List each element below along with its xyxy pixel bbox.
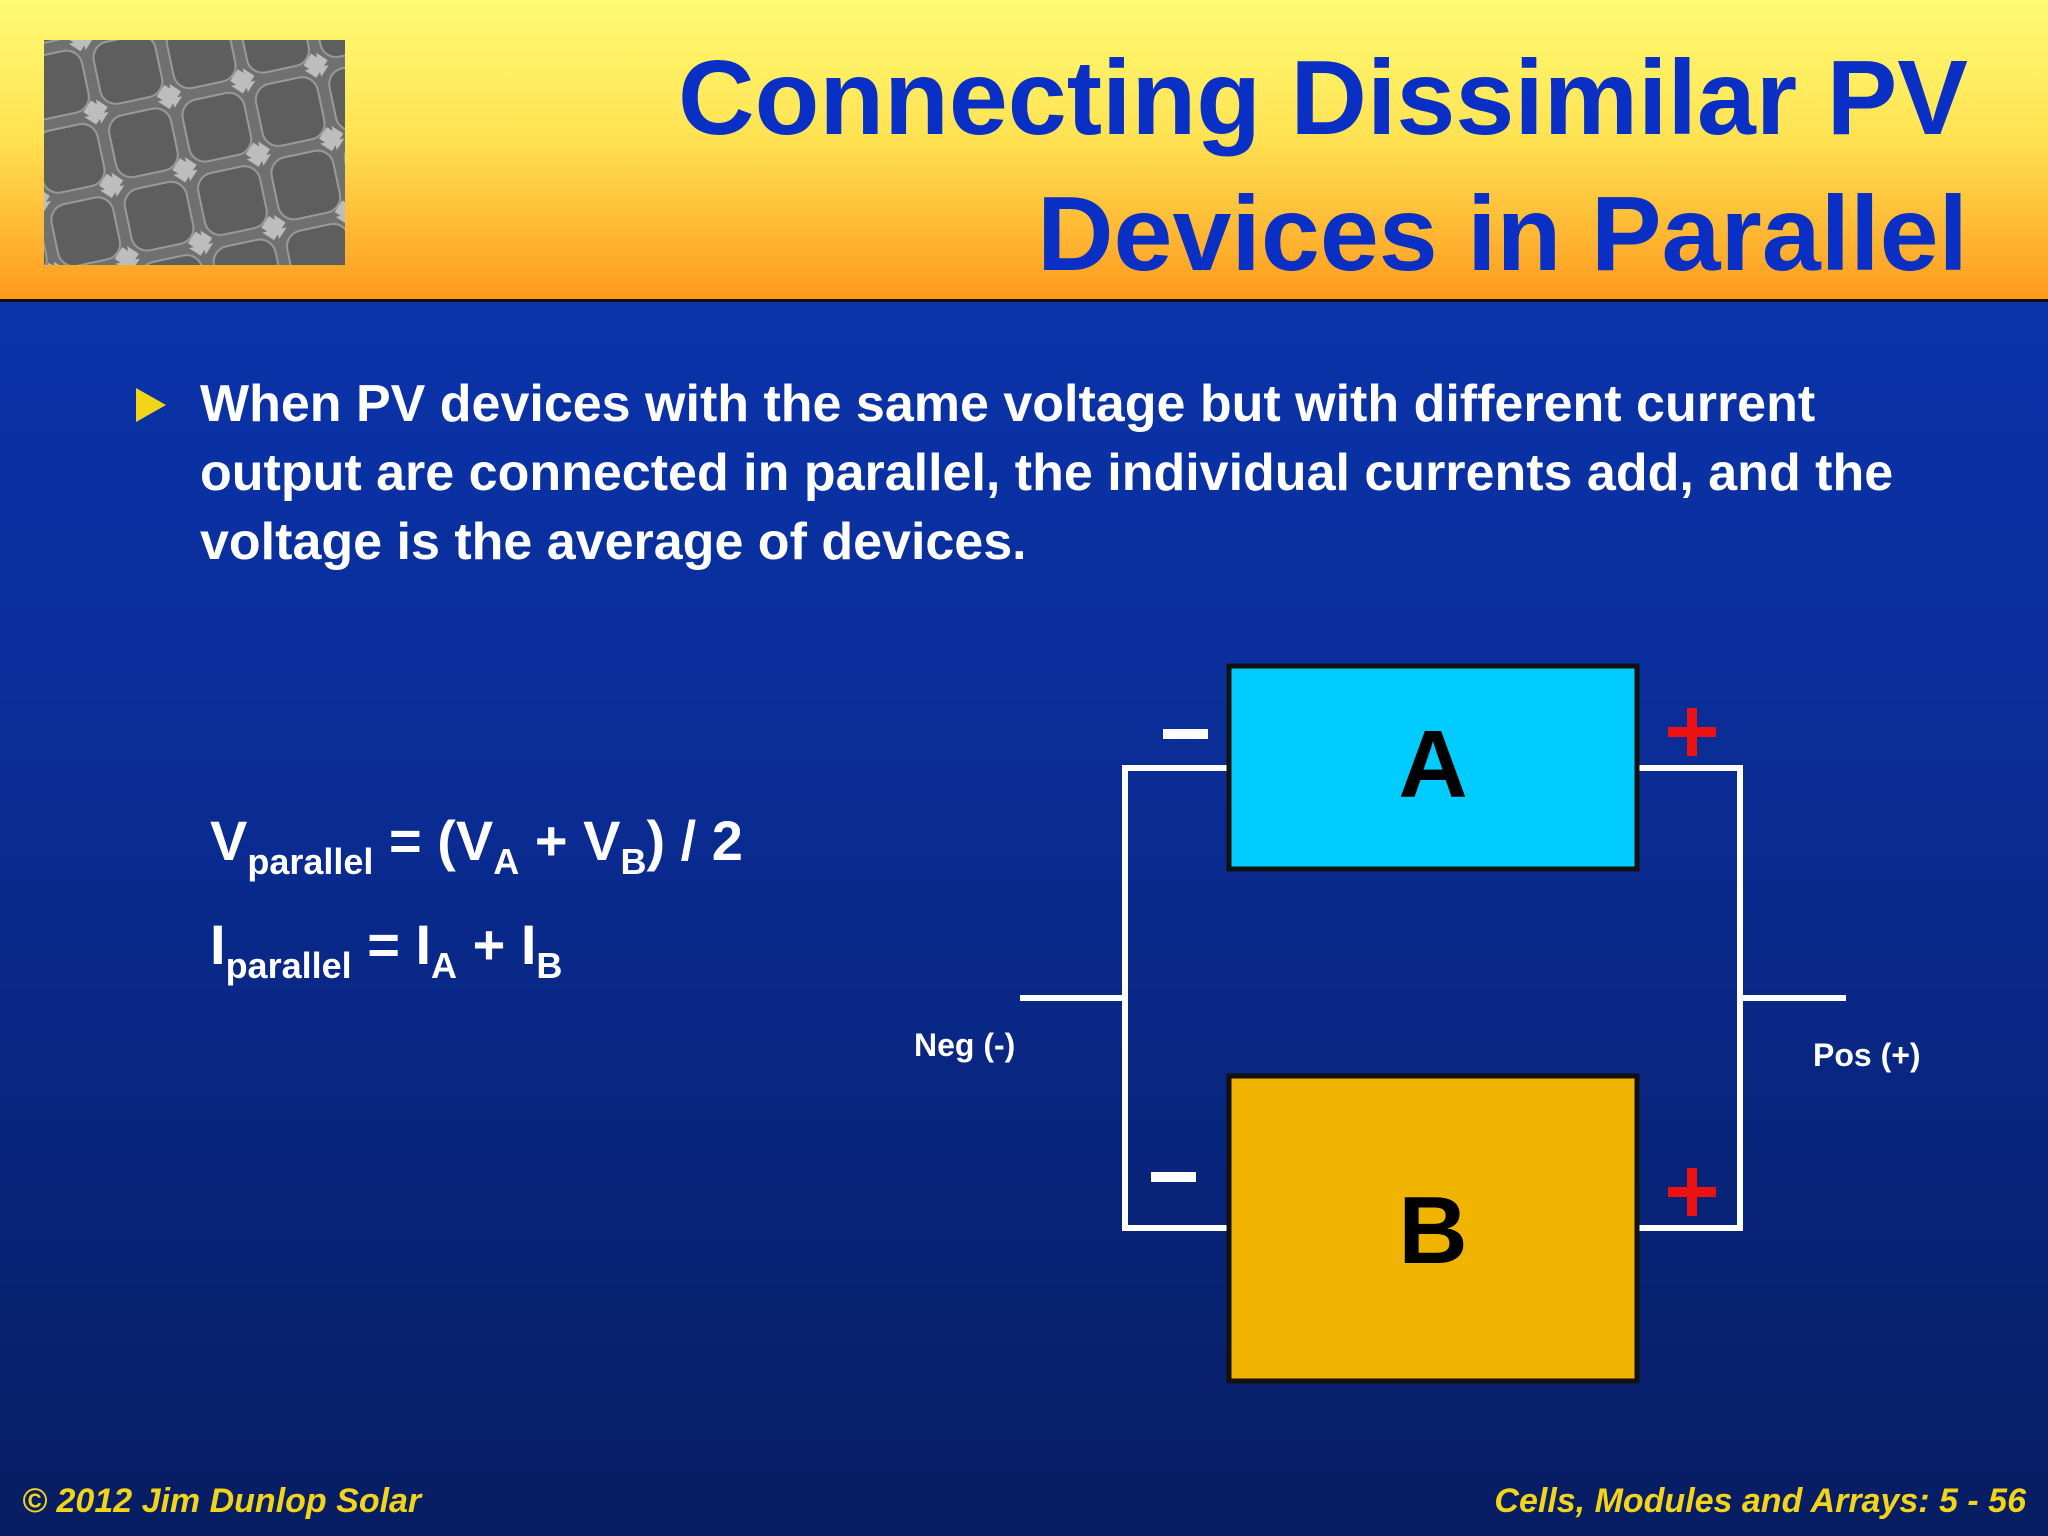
- left-bus-wire: [1122, 765, 1230, 1231]
- footer-slide-number: Cells, Modules and Arrays: 5 - 56: [1494, 1482, 2026, 1520]
- solar-cells-photo: [44, 40, 345, 265]
- device-a-label: A: [1398, 711, 1467, 818]
- device-b-box: [1226, 1073, 1640, 1384]
- wires: [1020, 765, 1846, 1231]
- formula-i-a-subscript: A: [431, 945, 458, 986]
- formula-v-subscript: parallel: [247, 841, 374, 882]
- bullet-text: When PV devices with the same voltage bu…: [200, 375, 1894, 571]
- neg-terminal-label: Neg (-): [914, 1027, 1015, 1063]
- device-b-plus-icon: [1668, 1168, 1716, 1216]
- title-line-1: Connecting Dissimilar PV: [678, 39, 1968, 157]
- title-bar: Connecting Dissimilar PV Devices in Para…: [0, 0, 2048, 302]
- right-bus-wire: [1637, 765, 1743, 1231]
- device-a-plus-icon: [1668, 708, 1716, 756]
- formula-i-equals: = I: [351, 913, 432, 976]
- formula-i-b-subscript: B: [536, 945, 563, 986]
- formula-v-a-subscript: A: [493, 841, 520, 882]
- bullet-triangle-icon: [136, 388, 166, 422]
- pos-terminal-label: Pos (+): [1813, 1037, 1921, 1073]
- page-title: Connecting Dissimilar PV Devices in Para…: [468, 30, 1968, 302]
- title-line-2: Devices in Parallel: [1036, 175, 1968, 293]
- current-formula: Iparallel = IA + IB: [210, 912, 562, 987]
- device-b-minus-icon: [1151, 1172, 1196, 1182]
- footer-copyright: © 2012 Jim Dunlop Solar: [22, 1482, 422, 1520]
- formula-v-symbol: V: [210, 809, 248, 872]
- device-a-box: [1226, 663, 1640, 872]
- formula-i-symbol: I: [210, 913, 226, 976]
- formula-v-b-subscript: B: [620, 841, 647, 882]
- formula-v-tail: ) / 2: [646, 809, 743, 872]
- formula-i-plus: + I: [457, 913, 537, 976]
- formula-v-equals: = (V: [373, 809, 494, 872]
- formula-v-plus: + V: [519, 809, 621, 872]
- voltage-formula: Vparallel = (VA + VB) / 2: [210, 808, 743, 883]
- device-b-label: B: [1398, 1177, 1467, 1284]
- device-a-minus-icon: [1163, 729, 1208, 739]
- formula-i-subscript: parallel: [225, 945, 352, 986]
